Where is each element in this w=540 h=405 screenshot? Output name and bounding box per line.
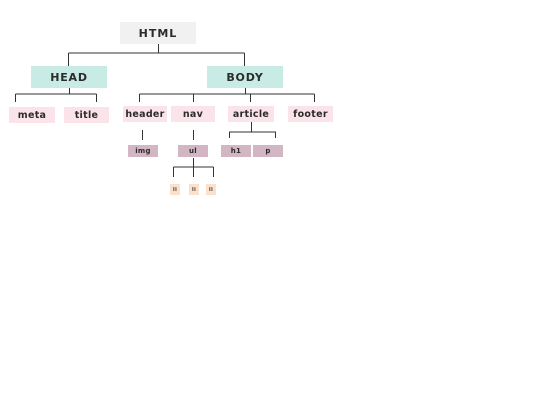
node-meta: meta: [9, 107, 55, 123]
node-head: HEAD: [31, 66, 107, 88]
node-header: header: [123, 106, 167, 122]
node-nav: nav: [171, 106, 215, 122]
connector-head: [15, 88, 97, 102]
connector-ul: [173, 158, 214, 177]
node-article: article: [228, 106, 274, 122]
node-title: title: [64, 107, 109, 123]
node-ul: ul: [178, 145, 208, 157]
node-p: p: [253, 145, 283, 157]
node-body: BODY: [207, 66, 283, 88]
connector-body: [139, 88, 315, 102]
node-img: img: [128, 145, 158, 157]
node-li-2: li: [189, 184, 199, 195]
node-html: HTML: [120, 22, 196, 44]
node-li-3: li: [206, 184, 216, 195]
node-footer: footer: [288, 106, 333, 122]
connector-html: [68, 44, 245, 66]
node-li-1: li: [170, 184, 180, 195]
node-h1: h1: [221, 145, 251, 157]
connector-article: [229, 122, 276, 138]
